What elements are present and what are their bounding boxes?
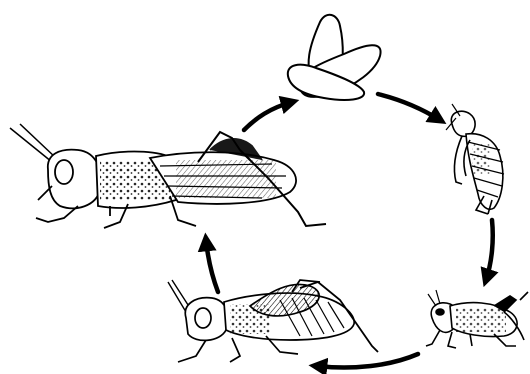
grasshopper-eggs-icon <box>288 15 381 100</box>
adult-grasshopper-icon <box>10 124 326 228</box>
arrow-small-to-late <box>316 354 418 368</box>
arrow-late-to-adult <box>206 240 218 292</box>
arrow-eggs-to-nymph <box>378 94 440 120</box>
small-nymph-icon <box>426 290 528 348</box>
arrow-nymph-to-small <box>486 220 493 280</box>
arrow-adult-to-eggs <box>244 102 292 130</box>
late-nymph-icon <box>168 280 378 362</box>
early-nymph-icon <box>446 104 504 214</box>
